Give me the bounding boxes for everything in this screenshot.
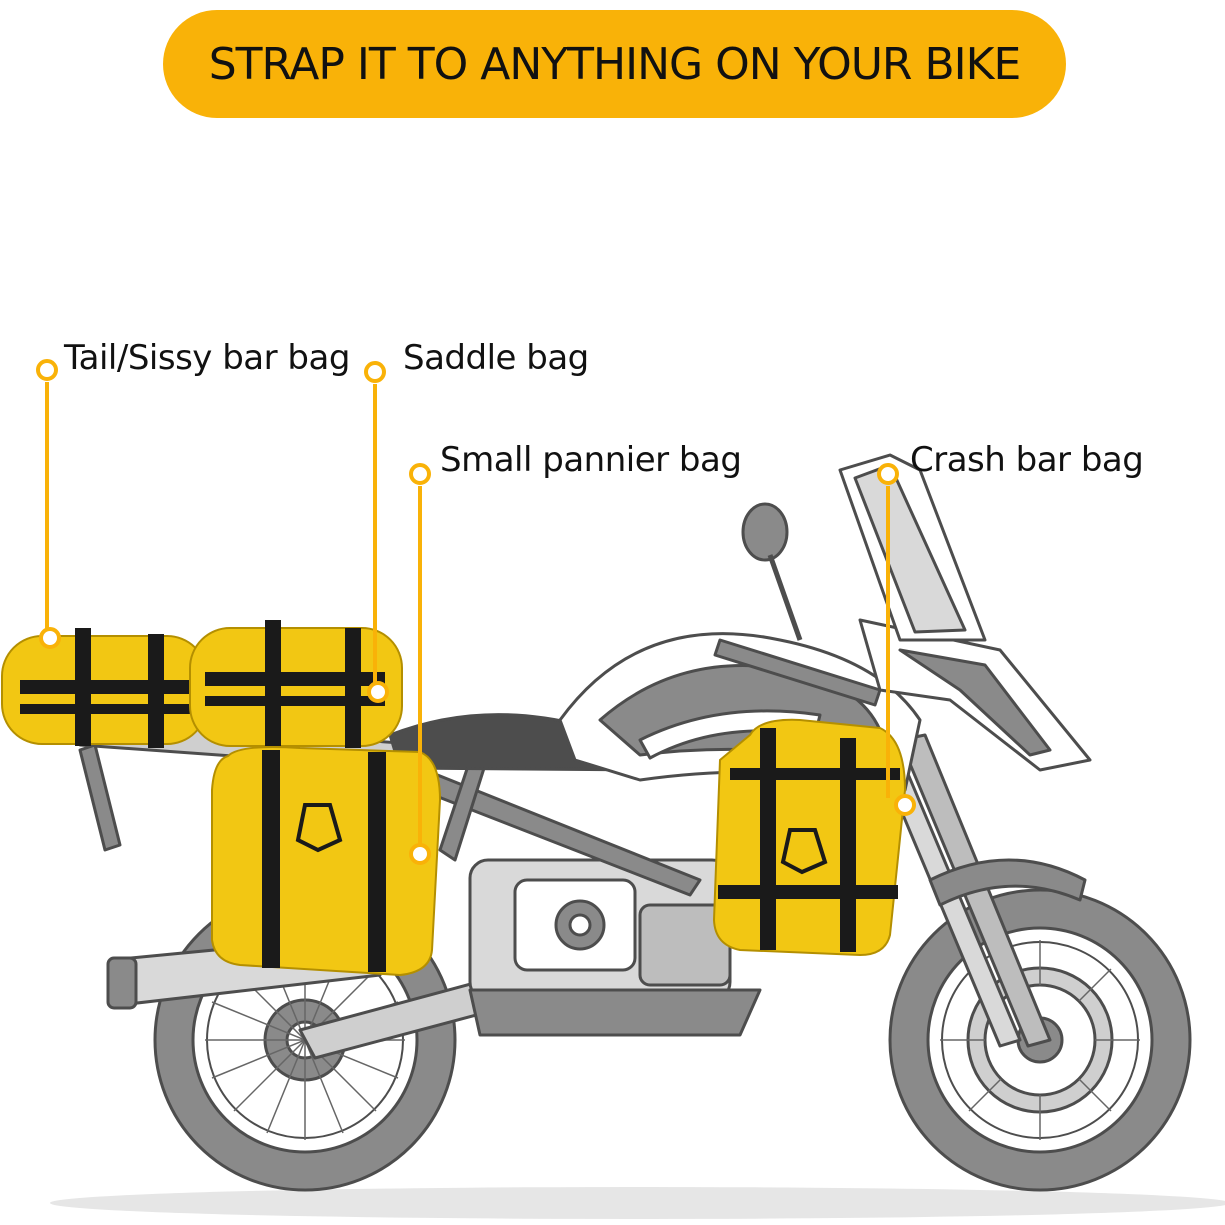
headline-banner: STRAP IT TO ANYTHING ON YOUR BIKE bbox=[163, 10, 1066, 118]
tail-bag bbox=[1, 628, 208, 748]
front-fender bbox=[928, 858, 1087, 907]
ground-shadow bbox=[50, 1187, 1225, 1219]
engine bbox=[468, 858, 762, 1037]
callout-label-saddle-bag: Saddle bag bbox=[403, 338, 589, 378]
callout-saddle-line bbox=[364, 361, 389, 703]
callout-label-crash-bar-bag: Crash bar bag bbox=[910, 440, 1144, 480]
motorcycle bbox=[68, 453, 1192, 1192]
saddle-bag bbox=[189, 620, 403, 748]
headline-text: STRAP IT TO ANYTHING ON YOUR BIKE bbox=[208, 38, 1022, 90]
callout-crash-line bbox=[877, 463, 916, 816]
callout-label-pannier-bag: Small pannier bag bbox=[440, 440, 742, 480]
crash-bar-bag bbox=[712, 718, 907, 957]
callout-label-tail-bag: Tail/Sissy bar bag bbox=[64, 338, 350, 378]
small-pannier-bag bbox=[211, 746, 442, 977]
callout-tail-line bbox=[36, 359, 61, 649]
callout-pannier-line bbox=[409, 463, 431, 865]
mirror bbox=[741, 502, 803, 641]
handlebar bbox=[713, 638, 882, 707]
